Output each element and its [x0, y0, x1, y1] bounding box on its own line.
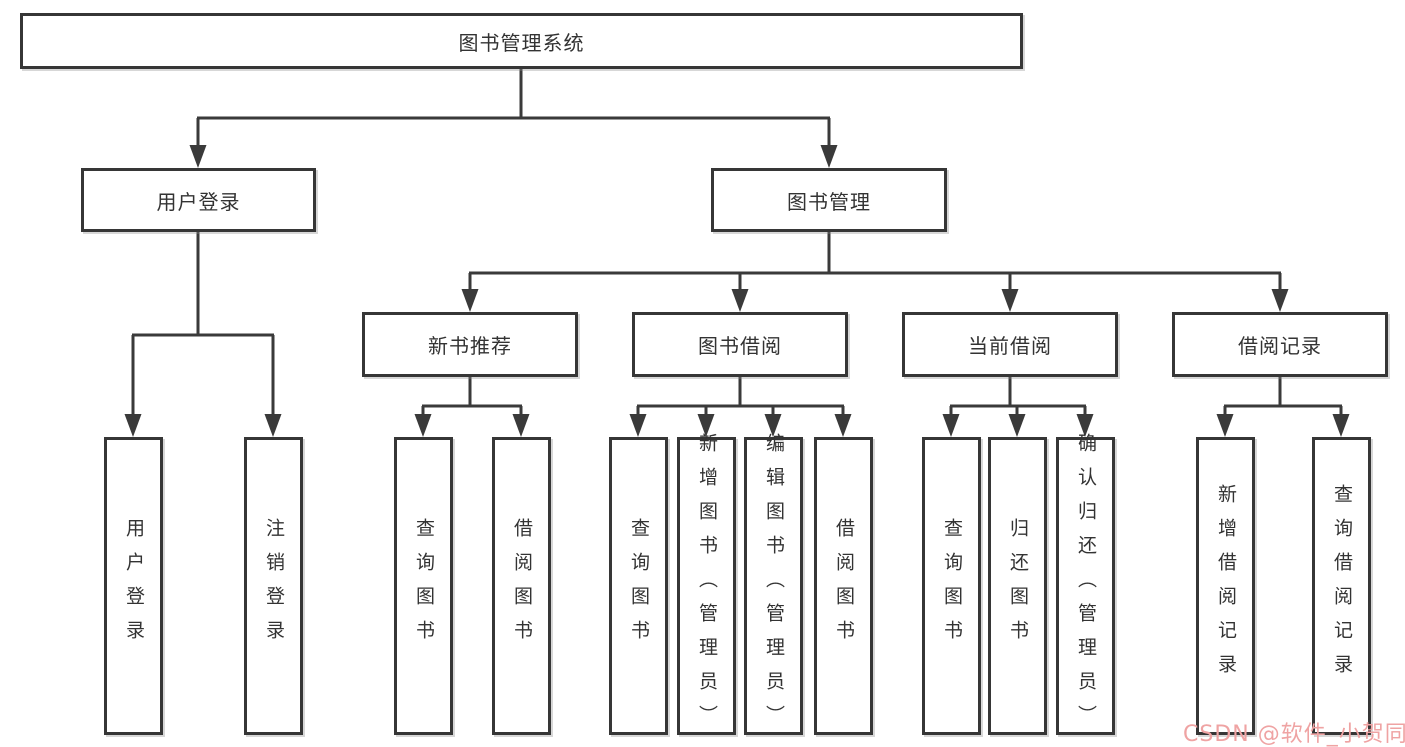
- node-book-borrow-label: 图书借阅: [698, 334, 782, 358]
- leaf-edit-book-admin-label: 编辑图书（管理员）: [763, 433, 785, 739]
- leaf-borrow-book-1-label: 借阅图书: [511, 518, 533, 654]
- leaf-add-book-admin-label: 新增图书（管理员）: [696, 433, 718, 739]
- node-root-label: 图书管理系统: [458, 30, 585, 55]
- leaf-query-book-1-label: 查询图书: [413, 518, 435, 654]
- node-book-management: 图书管理: [711, 168, 947, 232]
- leaf-logout-label: 注销登录: [263, 518, 285, 654]
- node-user-login: 用户登录: [81, 168, 316, 232]
- leaf-logout: 注销登录: [244, 437, 303, 735]
- node-current-borrow-label: 当前借阅: [968, 334, 1052, 358]
- leaf-query-book-1: 查询图书: [394, 437, 453, 735]
- leaf-edit-book-admin: 编辑图书（管理员）: [744, 433, 803, 739]
- leaf-query-book-3-label: 查询图书: [941, 518, 963, 654]
- leaf-add-borrow-record-label: 新增借阅记录: [1215, 484, 1237, 688]
- node-book-management-label: 图书管理: [787, 189, 871, 214]
- leaf-query-borrow-record: 查询借阅记录: [1312, 437, 1371, 735]
- node-new-book-recommend: 新书推荐: [362, 312, 578, 377]
- node-book-borrow: 图书借阅: [632, 312, 848, 377]
- node-new-book-recommend-label: 新书推荐: [428, 334, 512, 358]
- node-borrow-records: 借阅记录: [1172, 312, 1388, 377]
- leaf-confirm-return-admin: 确认归还（管理员）: [1056, 433, 1115, 739]
- leaf-borrow-book-1: 借阅图书: [492, 437, 551, 735]
- leaf-query-borrow-record-label: 查询借阅记录: [1331, 484, 1353, 688]
- leaf-confirm-return-admin-label: 确认归还（管理员）: [1075, 433, 1097, 739]
- node-borrow-records-label: 借阅记录: [1238, 334, 1322, 358]
- leaf-user-login-label: 用户登录: [123, 518, 145, 654]
- leaf-add-book-admin: 新增图书（管理员）: [677, 433, 736, 739]
- leaf-return-book: 归还图书: [988, 437, 1047, 735]
- node-root: 图书管理系统: [20, 13, 1023, 69]
- leaf-add-borrow-record: 新增借阅记录: [1196, 437, 1255, 735]
- leaf-query-book-3: 查询图书: [922, 437, 981, 735]
- leaf-return-book-label: 归还图书: [1007, 518, 1029, 654]
- leaf-user-login: 用户登录: [104, 437, 163, 735]
- node-current-borrow: 当前借阅: [902, 312, 1118, 377]
- leaf-query-book-2-label: 查询图书: [628, 518, 650, 654]
- leaf-borrow-book-2-label: 借阅图书: [833, 518, 855, 654]
- leaf-borrow-book-2: 借阅图书: [814, 437, 873, 735]
- leaf-query-book-2: 查询图书: [609, 437, 668, 735]
- node-user-login-label: 用户登录: [156, 189, 241, 214]
